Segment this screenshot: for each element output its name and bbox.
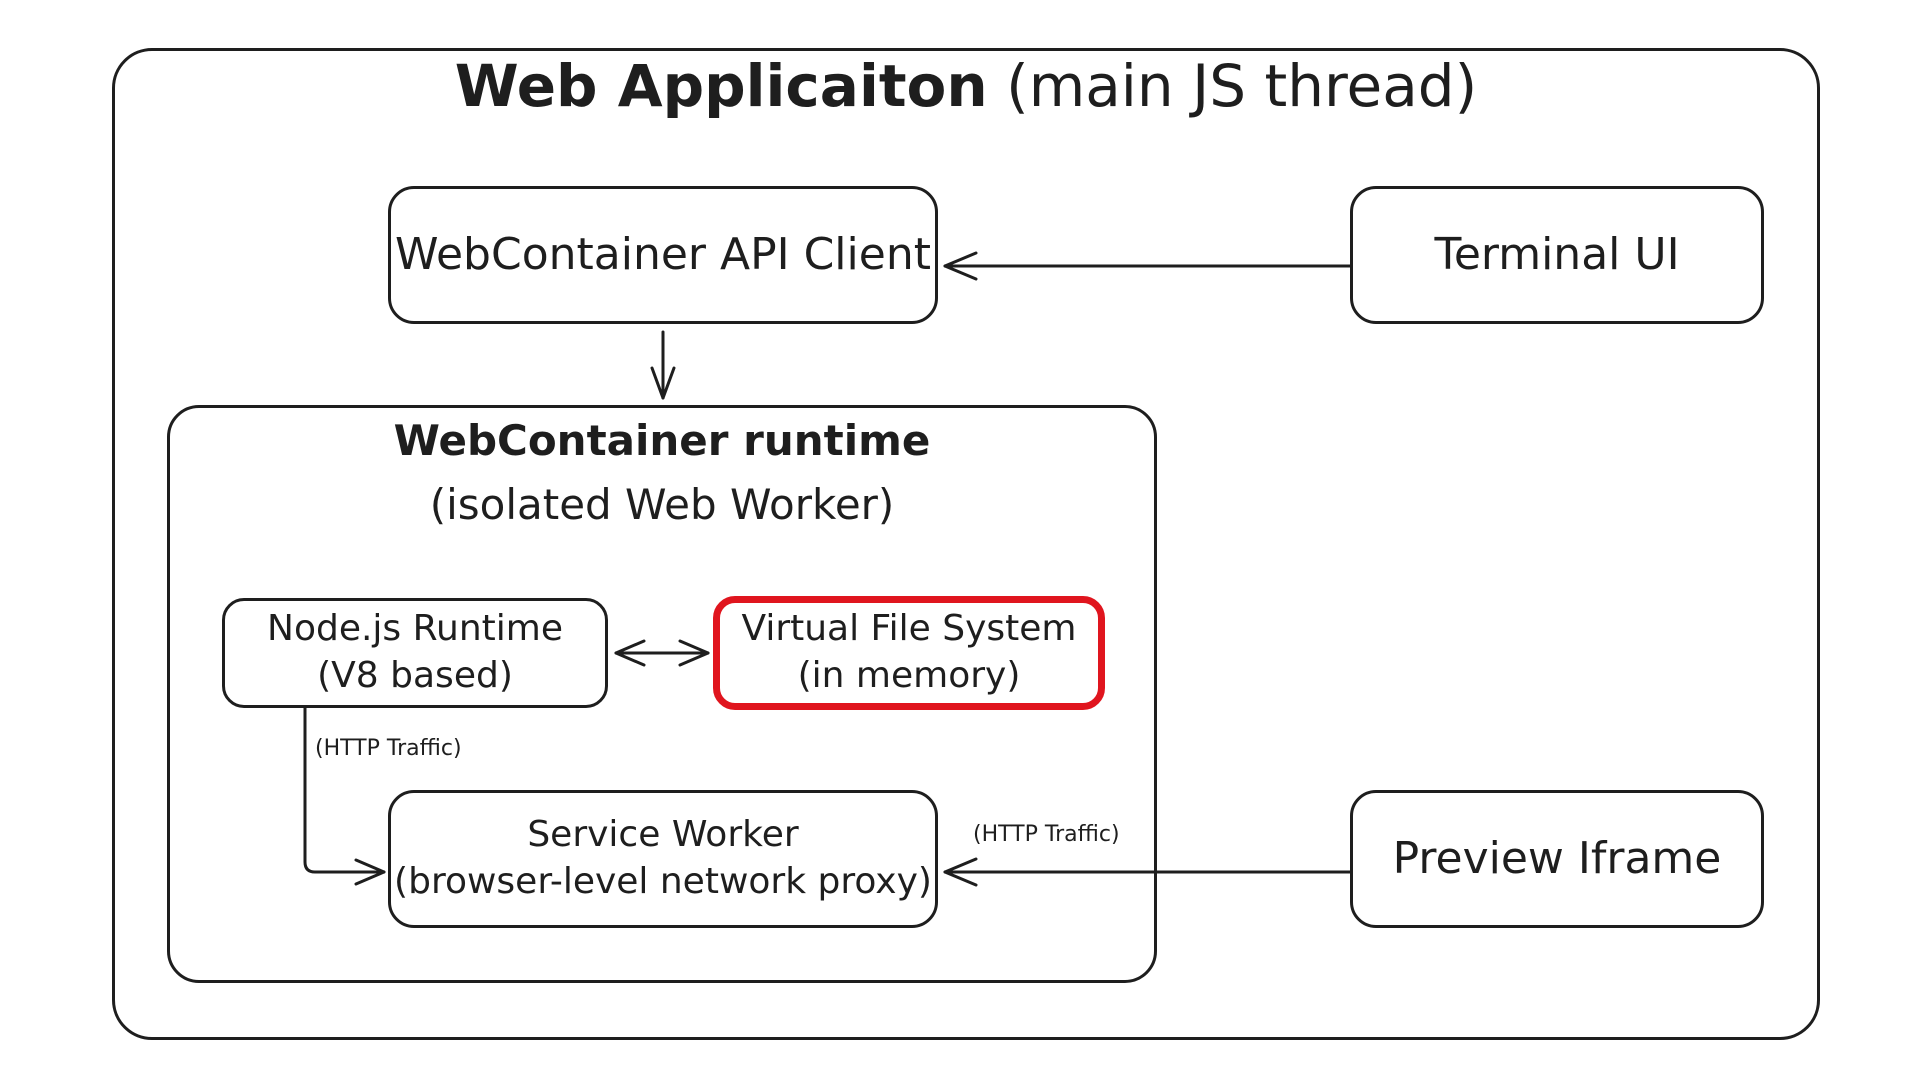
virtual-file-system-box: Virtual File System (in memory) (713, 596, 1105, 710)
preview-iframe-label: Preview Iframe (1392, 833, 1722, 885)
webcontainer-runtime-subtitle: (isolated Web Worker) (429, 480, 895, 529)
web-application-title: Web Applicaiton (main JS thread) (112, 52, 1820, 120)
virtual-file-system-sublabel: (in memory) (797, 655, 1021, 696)
terminal-ui-box: Terminal UI (1350, 186, 1764, 324)
nodejs-runtime-box: Node.js Runtime (V8 based) (222, 598, 608, 708)
virtual-file-system-label: Virtual File System (741, 608, 1077, 650)
webcontainer-api-client-box: WebContainer API Client (388, 186, 938, 324)
webcontainer-api-client-label: WebContainer API Client (395, 229, 931, 281)
service-worker-label: Service Worker (527, 814, 799, 856)
preview-to-service-worker-label: (HTTP Traffic) (973, 822, 1120, 847)
service-worker-box: Service Worker (browser-level network pr… (388, 790, 938, 928)
nodejs-runtime-sublabel: (V8 based) (317, 655, 513, 696)
nodejs-runtime-label: Node.js Runtime (267, 608, 563, 650)
terminal-ui-label: Terminal UI (1434, 229, 1680, 281)
web-application-container (112, 48, 1820, 1040)
webcontainer-runtime-title: WebContainer runtime (393, 416, 931, 465)
nodejs-to-service-worker-label: (HTTP Traffic) (315, 736, 462, 761)
web-application-title-rest: (main JS thread) (1006, 52, 1478, 120)
web-application-title-bold: Web Applicaiton (454, 52, 988, 120)
preview-iframe-box: Preview Iframe (1350, 790, 1764, 928)
webcontainer-runtime-container (167, 405, 1157, 983)
service-worker-sublabel: (browser-level network proxy) (394, 861, 932, 902)
